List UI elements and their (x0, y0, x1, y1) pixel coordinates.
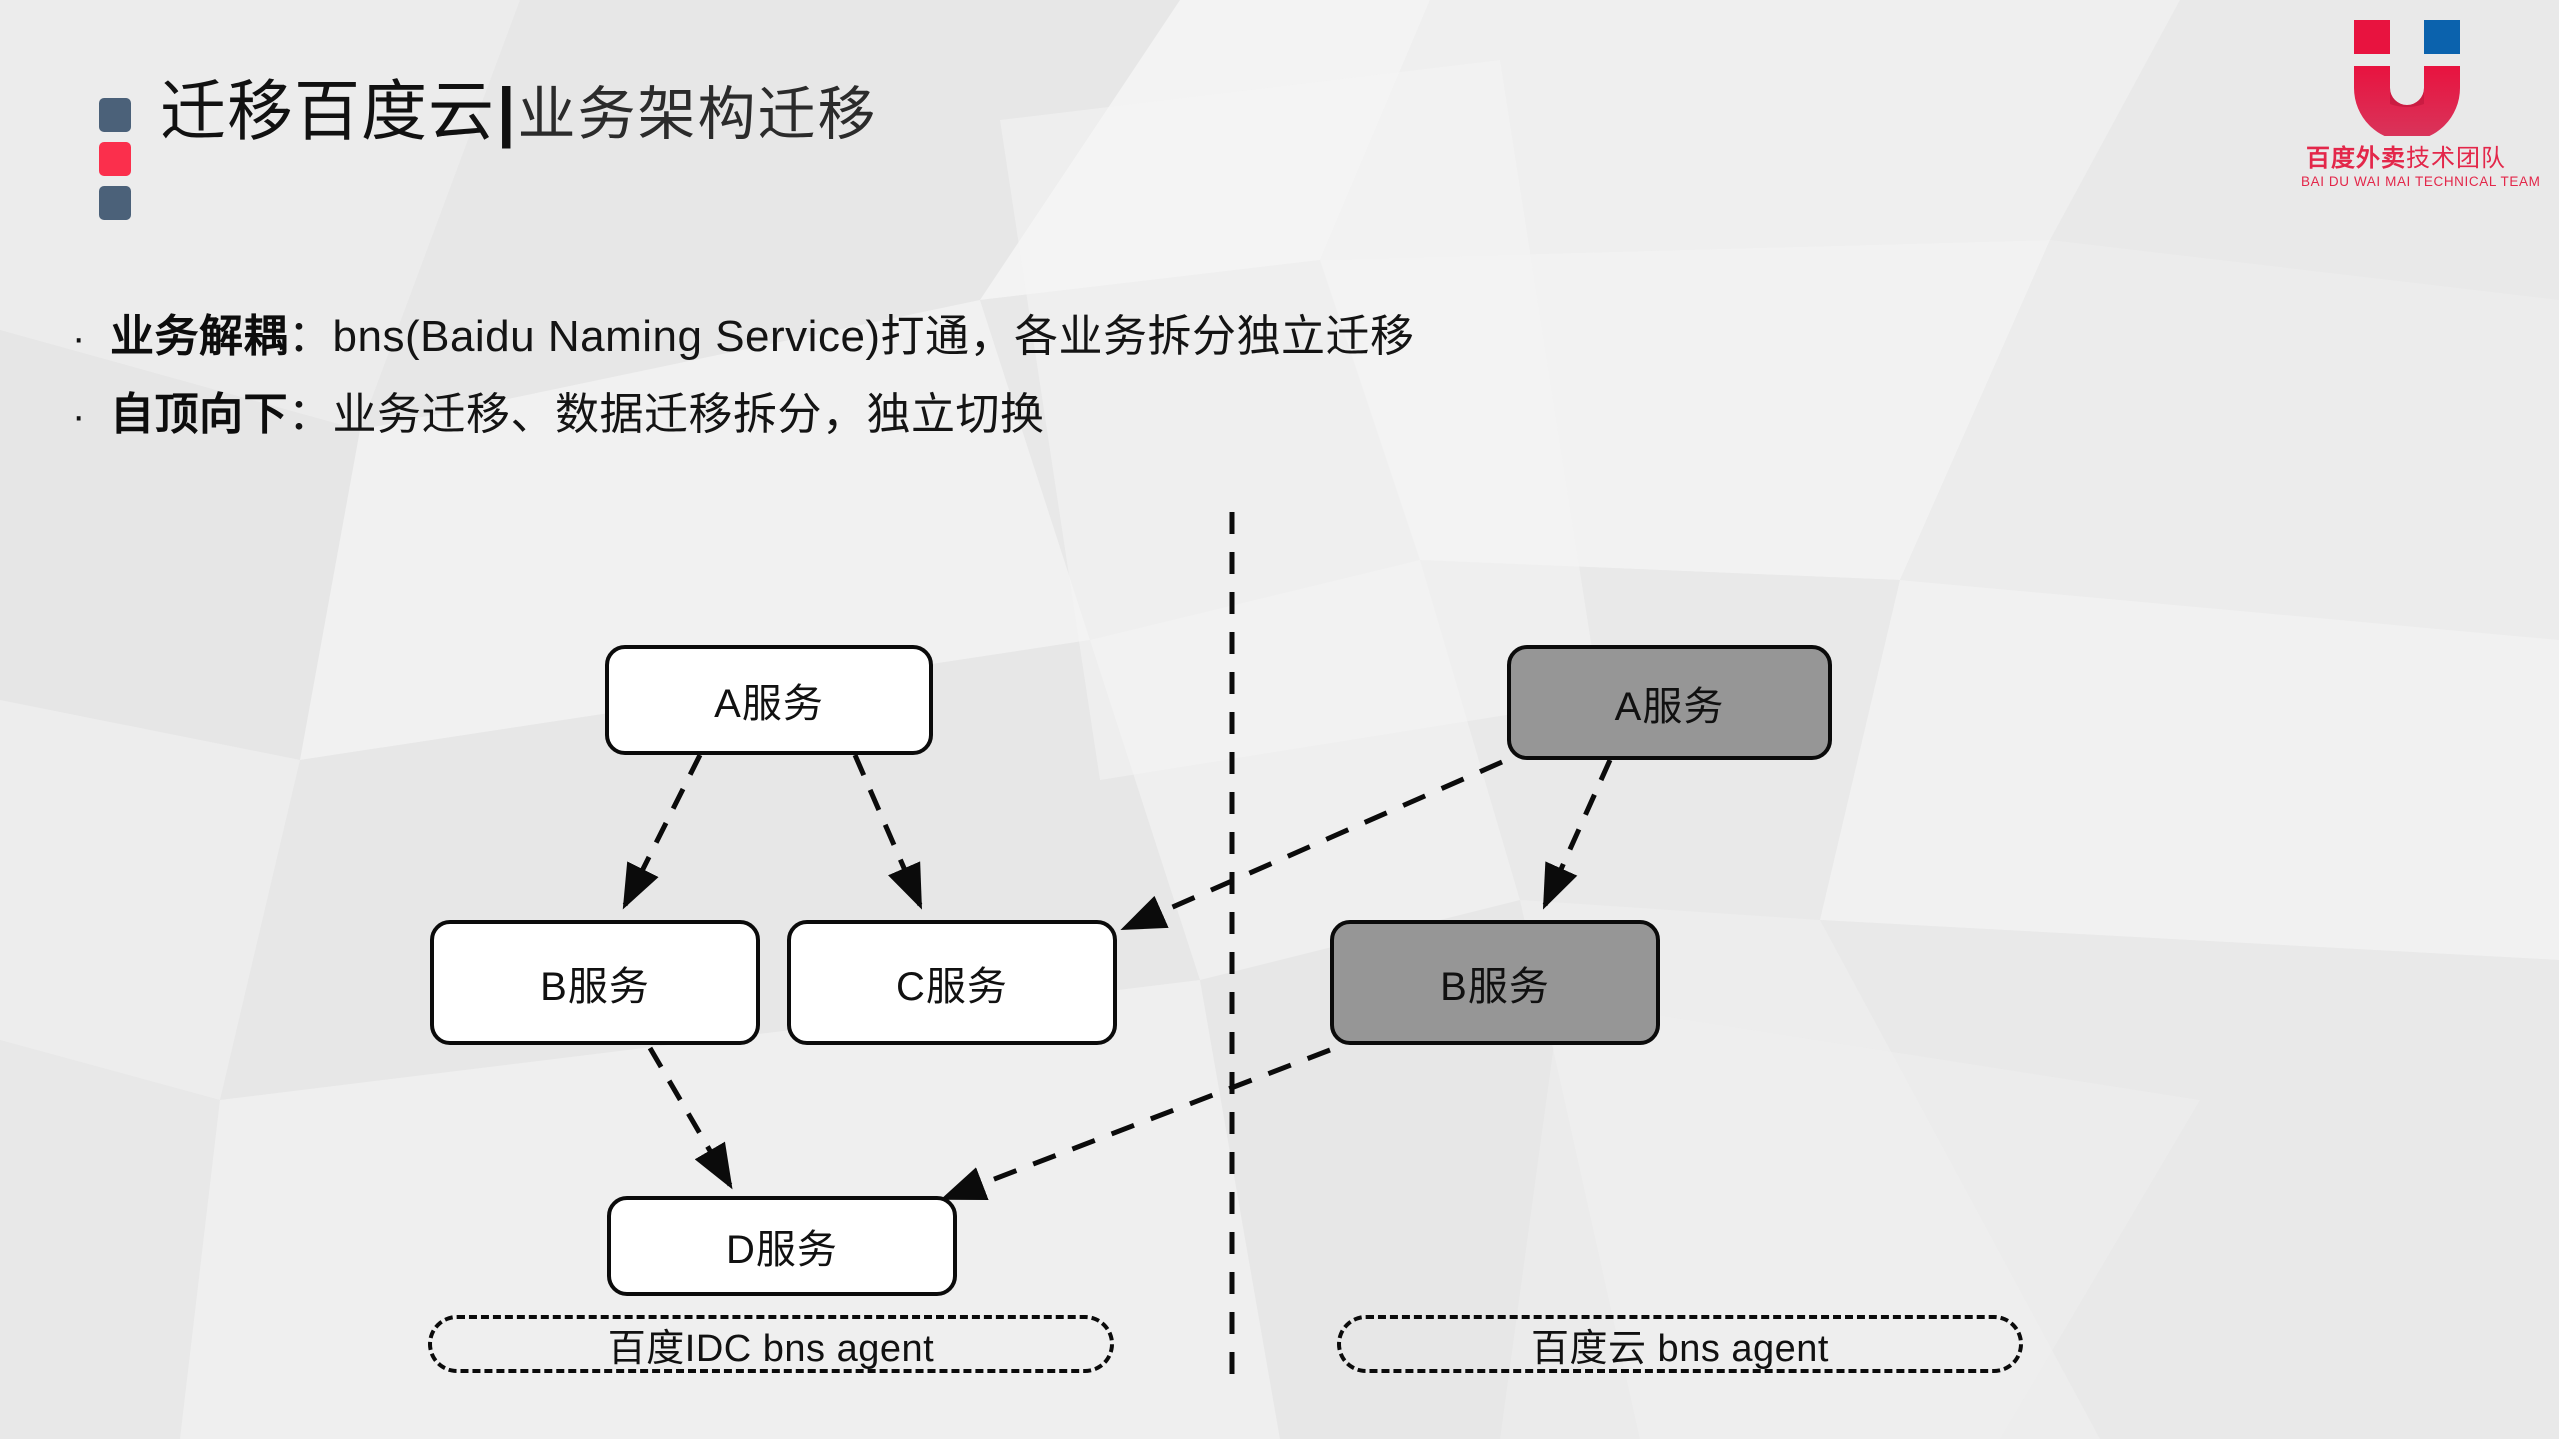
logo-cn-light: 技术团队 (2406, 145, 2506, 172)
marker-square-bottom (99, 186, 131, 220)
bullet-keyword: 业务解耦 (110, 312, 288, 361)
node-label: B服务 (1440, 964, 1550, 1009)
baidu-waimai-u-icon (2354, 20, 2460, 136)
node-idc-d-service[interactable]: D服务 (607, 1196, 957, 1296)
edge-cloud-b-to-idc-d (940, 1047, 1331, 1201)
title-accent-marker (99, 98, 131, 220)
edge-cloud-a-to-idc-c (1120, 759, 1504, 931)
bullet-dot-icon: · (72, 316, 86, 360)
logo-chinese-name: 百度外卖技术团队 (2301, 138, 2511, 173)
zone-baidu-idc-bns-agent[interactable]: 百度IDC bns agent (428, 1315, 1114, 1373)
bullet-body: ：业务迁移、数据迁移拆分，独立切换 (288, 390, 1045, 439)
edge-cloud-a-to-cloud-b (1542, 758, 1613, 910)
marker-square-top (99, 98, 131, 132)
node-cloud-b-service[interactable]: B服务 (1330, 920, 1660, 1045)
node-label: A服务 (714, 682, 824, 726)
node-cloud-a-service[interactable]: A服务 (1507, 645, 1832, 760)
bullet-list: · 业务解耦 ：bns(Baidu Naming Service)打通，各业务拆… (72, 300, 2072, 456)
page-title-divider: | (497, 74, 516, 148)
node-label: C服务 (896, 964, 1008, 1009)
page-title: 迁移百度云|业务架构迁移 (160, 78, 877, 144)
edge-idc-b-to-idc-d (647, 1046, 733, 1190)
logo-english-name: BAI DU WAI MAI TECHNICAL TEAM (2301, 174, 2541, 189)
bullet-body: ：bns(Baidu Naming Service)打通，各业务拆分独立迁移 (288, 312, 1415, 361)
edge-idc-a-to-idc-c (852, 754, 923, 910)
edge-idc-a-to-idc-b (622, 753, 703, 910)
node-idc-b-service[interactable]: B服务 (430, 920, 760, 1045)
node-idc-a-service[interactable]: A服务 (605, 645, 933, 755)
page-title-sub: 业务架构迁移 (517, 82, 878, 147)
list-item: · 业务解耦 ：bns(Baidu Naming Service)打通，各业务拆… (72, 300, 2072, 364)
node-label: A服务 (1614, 684, 1725, 729)
node-idc-c-service[interactable]: C服务 (787, 920, 1117, 1045)
brand-logo: 百度外卖技术团队 BAI DU WAI MAI TECHNICAL TEAM (2301, 18, 2541, 206)
node-label: D服务 (726, 1228, 838, 1272)
page-title-main: 迁移百度云 (160, 74, 495, 148)
marker-square-middle (99, 142, 131, 176)
list-item: · 自顶向下 ：业务迁移、数据迁移拆分，独立切换 (72, 378, 2072, 442)
bullet-dot-icon: · (72, 394, 86, 438)
node-label: B服务 (540, 964, 650, 1009)
logo-cn-bold: 百度外卖 (2306, 145, 2406, 172)
zone-baidu-cloud-bns-agent[interactable]: 百度云 bns agent (1337, 1315, 2023, 1373)
zone-label: 百度IDC bns agent (607, 1327, 935, 1370)
bullet-keyword: 自顶向下 (110, 390, 288, 439)
zone-label: 百度云 bns agent (1531, 1327, 1829, 1370)
